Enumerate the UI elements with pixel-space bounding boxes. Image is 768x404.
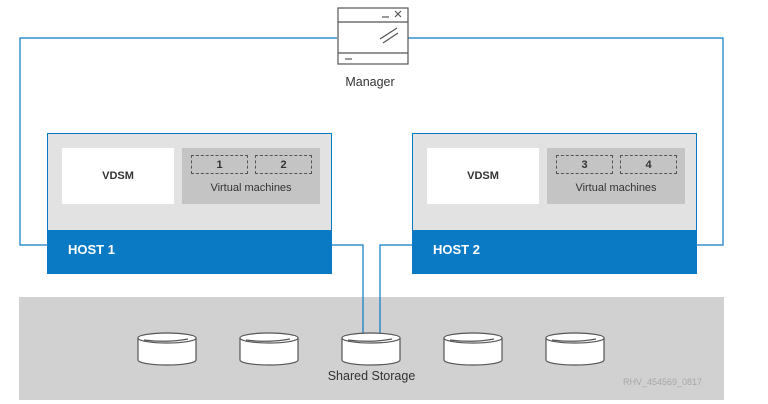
virtual-machines-label: Virtual machines (210, 182, 292, 194)
storage-disk-icon (341, 332, 401, 366)
storage-disk-icon (545, 332, 605, 366)
storage-disk-icon (443, 332, 503, 366)
vdsm-box-host-2: VDSM (427, 148, 539, 204)
vm-4: 4 (620, 155, 677, 174)
manager-to-host-1-line (19, 37, 337, 246)
manager-label: Manager (345, 75, 395, 89)
shared-storage-label: Shared Storage (327, 369, 416, 383)
figure-id-label: RHV_454569_0817 (623, 377, 703, 387)
virtual-machines-box-host-1: 1 2 Virtual machines (182, 148, 320, 204)
host-2-bar: HOST 2 (413, 230, 696, 273)
vm-1: 1 (191, 155, 248, 174)
host-1-bar: HOST 1 (48, 230, 331, 273)
storage-disk-icon (137, 332, 197, 366)
host-1-to-storage-line (331, 244, 364, 336)
manager-window-icon (337, 7, 409, 65)
host-1-label: HOST 1 (68, 242, 115, 257)
storage-disk-icon (239, 332, 299, 366)
virtual-machines-label: Virtual machines (575, 182, 657, 194)
host-2-label: HOST 2 (433, 242, 480, 257)
host-2: VDSM 3 4 Virtual machines HOST 2 (412, 133, 697, 274)
host-1: VDSM 1 2 Virtual machines HOST 1 (47, 133, 332, 274)
vdsm-label: VDSM (102, 170, 134, 182)
vm-3: 3 (556, 155, 613, 174)
virtual-machines-box-host-2: 3 4 Virtual machines (547, 148, 685, 204)
vm-2: 2 (255, 155, 312, 174)
host-2-to-storage-line (379, 244, 413, 336)
vdsm-box-host-1: VDSM (62, 148, 174, 204)
vdsm-label: VDSM (467, 170, 499, 182)
manager-to-host-2-line (408, 37, 724, 246)
